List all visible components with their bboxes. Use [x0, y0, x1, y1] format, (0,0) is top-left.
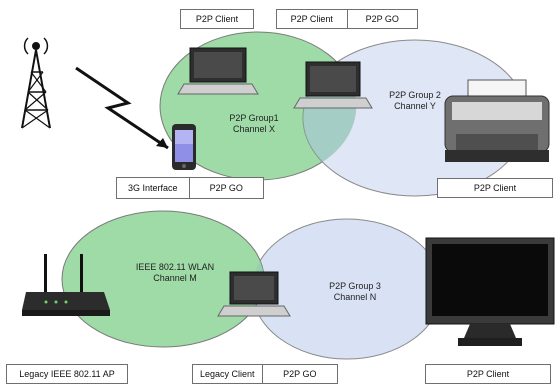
laptop-icon	[217, 271, 291, 317]
wlan-label: IEEE 802.11 WLAN Channel M	[120, 262, 230, 284]
legacy-ap-text: Legacy IEEE 802.11 AP	[19, 369, 115, 379]
group1-channel: Channel X	[232, 124, 276, 134]
top-pair-client-text: P2P Client	[290, 14, 333, 24]
top-pair-client-cell: P2P Client	[277, 10, 347, 28]
group1-label: P2P Group1 Channel X	[214, 113, 294, 135]
group1-name: P2P Group1	[229, 113, 279, 123]
laptop-icon	[293, 61, 373, 109]
wlan-channel: Channel M	[153, 273, 197, 283]
top-client-go-label: P2P Client P2P GO	[276, 9, 418, 29]
group2-name: P2P Group 2	[389, 90, 441, 100]
interface-3g-go-cell: P2P GO	[188, 178, 263, 198]
group3-name: P2P Group 3	[329, 281, 381, 291]
monitor-client-text: P2P Client	[466, 369, 510, 379]
legacy-go-text: P2P GO	[283, 369, 317, 379]
lightning-icon	[75, 66, 169, 150]
cell-tower-icon	[21, 37, 51, 129]
interface-3g-cell: 3G Interface	[117, 178, 189, 198]
wlan-name: IEEE 802.11 WLAN	[135, 262, 215, 272]
monitor-client-label: P2P Client	[425, 364, 551, 384]
interface-3g-text: 3G Interface	[127, 183, 178, 193]
printer-client-text: P2P Client	[473, 183, 517, 193]
top-client-text: P2P Client	[195, 14, 239, 24]
legacy-ap-label: Legacy IEEE 802.11 AP	[6, 364, 128, 384]
group3-label: P2P Group 3 Channel N	[310, 281, 400, 303]
interface-3g-label: 3G Interface P2P GO	[116, 177, 264, 199]
legacy-go-cell: P2P GO	[261, 365, 337, 383]
legacy-client-text: Legacy Client	[200, 369, 255, 379]
printer-client-label: P2P Client	[437, 178, 553, 198]
interface-3g-go-text: P2P GO	[209, 183, 243, 193]
top-pair-go-text: P2P GO	[365, 14, 399, 24]
legacy-client-go-label: Legacy Client P2P GO	[192, 364, 338, 384]
top-client-label: P2P Client	[180, 9, 254, 29]
wireless-router-icon	[22, 254, 110, 316]
laptop-icon	[177, 47, 259, 95]
smartphone-icon	[172, 124, 196, 170]
printer-icon	[444, 79, 550, 162]
monitor-icon	[425, 237, 555, 346]
top-pair-go-cell: P2P GO	[346, 10, 418, 28]
group3-channel: Channel N	[333, 292, 377, 302]
legacy-client-cell: Legacy Client	[193, 365, 262, 383]
group2-channel: Channel Y	[394, 101, 436, 111]
group2-label: P2P Group 2 Channel Y	[370, 90, 460, 112]
